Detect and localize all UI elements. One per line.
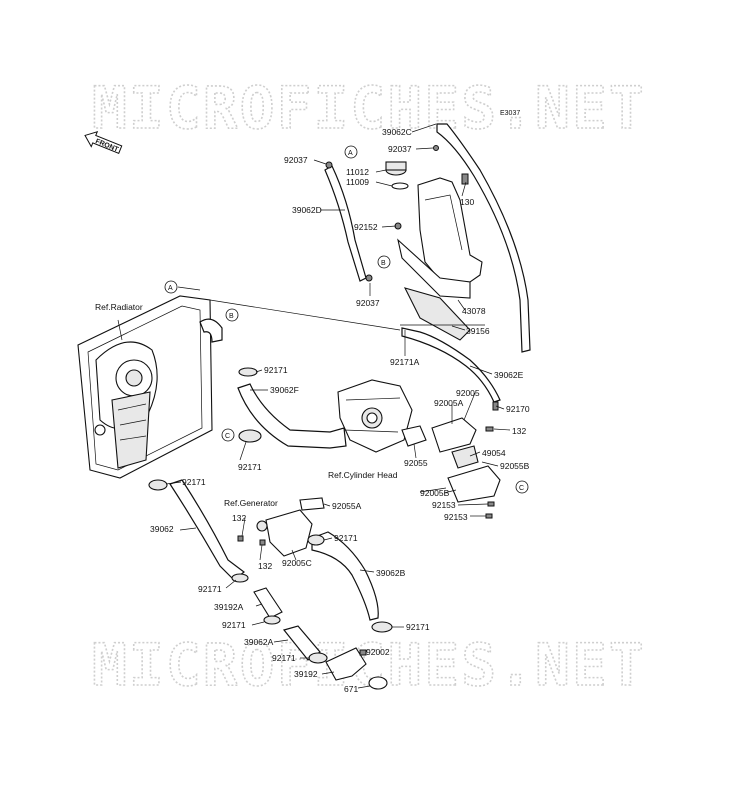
part-label: 92153 xyxy=(432,500,456,510)
clamp-icon xyxy=(231,573,249,583)
watermark-bottom: MICROFICHES.NET xyxy=(92,631,646,699)
ref-generator-label: Ref.Generator xyxy=(224,498,278,508)
part-label: 92037 xyxy=(356,298,380,308)
part-label: 92055 xyxy=(404,458,428,468)
bolt-icon xyxy=(237,535,244,542)
svg-text:A: A xyxy=(348,150,353,157)
svg-text:A: A xyxy=(168,285,173,292)
lower-radiator-hose xyxy=(169,479,245,581)
svg-text:B: B xyxy=(381,260,386,267)
overflow-hose xyxy=(436,123,531,353)
svg-text:B: B xyxy=(229,313,234,320)
part-label: 671 xyxy=(344,684,358,694)
part-label: 92005C xyxy=(282,558,312,568)
part-label: 132 xyxy=(258,561,272,571)
part-label: 92005 xyxy=(456,388,480,398)
part-label: 132 xyxy=(232,513,246,523)
part-label: 39062F xyxy=(270,385,299,395)
svg-text:C: C xyxy=(519,485,524,492)
part-label: 92055B xyxy=(500,461,530,471)
part-label: 92037 xyxy=(284,155,308,165)
diagram-code: E3037 xyxy=(500,110,520,117)
part-label: 92005B xyxy=(420,488,450,498)
clamp-icon xyxy=(325,161,333,169)
pump-hose xyxy=(311,531,379,621)
upper-radiator-hose xyxy=(237,383,347,449)
part-label: 39062B xyxy=(376,568,406,578)
hose-39062a xyxy=(282,625,321,661)
part-label: 92171A xyxy=(390,357,420,367)
marker-a-top: A xyxy=(344,145,358,159)
pipe-39192 xyxy=(325,647,367,681)
part-label: 92152 xyxy=(354,222,378,232)
part-label: 92171 xyxy=(238,462,262,472)
part-label: 92171 xyxy=(198,584,222,594)
part-label: 39062C xyxy=(382,127,412,137)
part-label: 92171 xyxy=(182,477,206,487)
clamp-icon xyxy=(238,367,258,377)
part-label: 39156 xyxy=(466,326,490,336)
part-label: 92171 xyxy=(264,365,288,375)
part-label: 11012 xyxy=(346,167,369,177)
bolt-icon xyxy=(485,513,493,519)
bolt-icon xyxy=(259,539,266,546)
clamp-icon xyxy=(263,615,281,625)
watermark-top: MICROFICHES.NET xyxy=(92,74,646,142)
marker-b-left: B xyxy=(225,308,239,322)
part-label: 39192 xyxy=(294,669,318,679)
ref-radiator-label: Ref.Radiator xyxy=(95,302,143,312)
part-label: 39062A xyxy=(244,637,274,647)
part-label: 39192A xyxy=(214,602,244,612)
clamp-icon xyxy=(371,621,393,633)
part-label: 49054 xyxy=(482,448,506,458)
part-label: 39062D xyxy=(292,205,322,215)
part-label: 92171 xyxy=(222,620,246,630)
thermostat-housing xyxy=(419,417,501,503)
part-label: 92037 xyxy=(388,144,412,154)
bolt-icon xyxy=(487,501,495,507)
radiator xyxy=(77,295,401,479)
part-label: 92005A xyxy=(434,398,464,408)
clamp-icon xyxy=(308,652,328,664)
part-label: 92055A xyxy=(332,501,362,511)
marker-c-right: C xyxy=(515,480,529,494)
bolt-icon xyxy=(485,426,494,432)
clamp-icon xyxy=(238,429,262,443)
part-label: 39062E xyxy=(494,370,524,380)
reservoir-bolt-icon xyxy=(461,173,469,185)
part-label: 92170 xyxy=(506,404,530,414)
part-label: 43078 xyxy=(462,306,486,316)
part-label: 132 xyxy=(512,426,526,436)
part-label: 11009 xyxy=(346,177,369,187)
pipe-39192a xyxy=(253,587,283,619)
part-label: 92171 xyxy=(272,653,296,663)
clamp-icon xyxy=(307,534,325,546)
marker-b-top: B xyxy=(377,255,391,269)
part-label: 130 xyxy=(460,197,474,207)
part-label: 92153 xyxy=(444,512,468,522)
part-label: 39062 xyxy=(150,524,174,534)
part-label: 92171 xyxy=(406,622,430,632)
bolt-icon xyxy=(359,649,367,656)
clamp-icon xyxy=(433,145,439,151)
clamp-icon xyxy=(365,274,373,282)
reservoir-cap-icon xyxy=(385,161,409,190)
cylinder-head xyxy=(337,379,413,453)
part-label: 92171 xyxy=(334,533,358,543)
svg-text:C: C xyxy=(225,433,230,440)
o-ring-icon xyxy=(368,676,388,690)
marker-c-left: C xyxy=(221,428,235,442)
ref-cylinder-head-label: Ref.Cylinder Head xyxy=(328,470,398,480)
bolt-icon xyxy=(492,401,499,411)
gasket-92055 xyxy=(401,425,427,447)
water-pump-cover xyxy=(256,497,325,557)
marker-a-left: A xyxy=(164,280,178,294)
reservoir-tank xyxy=(397,177,483,341)
leader-lines xyxy=(117,123,511,689)
clamp-icon xyxy=(148,479,168,491)
part-label: 92002 xyxy=(366,647,390,657)
